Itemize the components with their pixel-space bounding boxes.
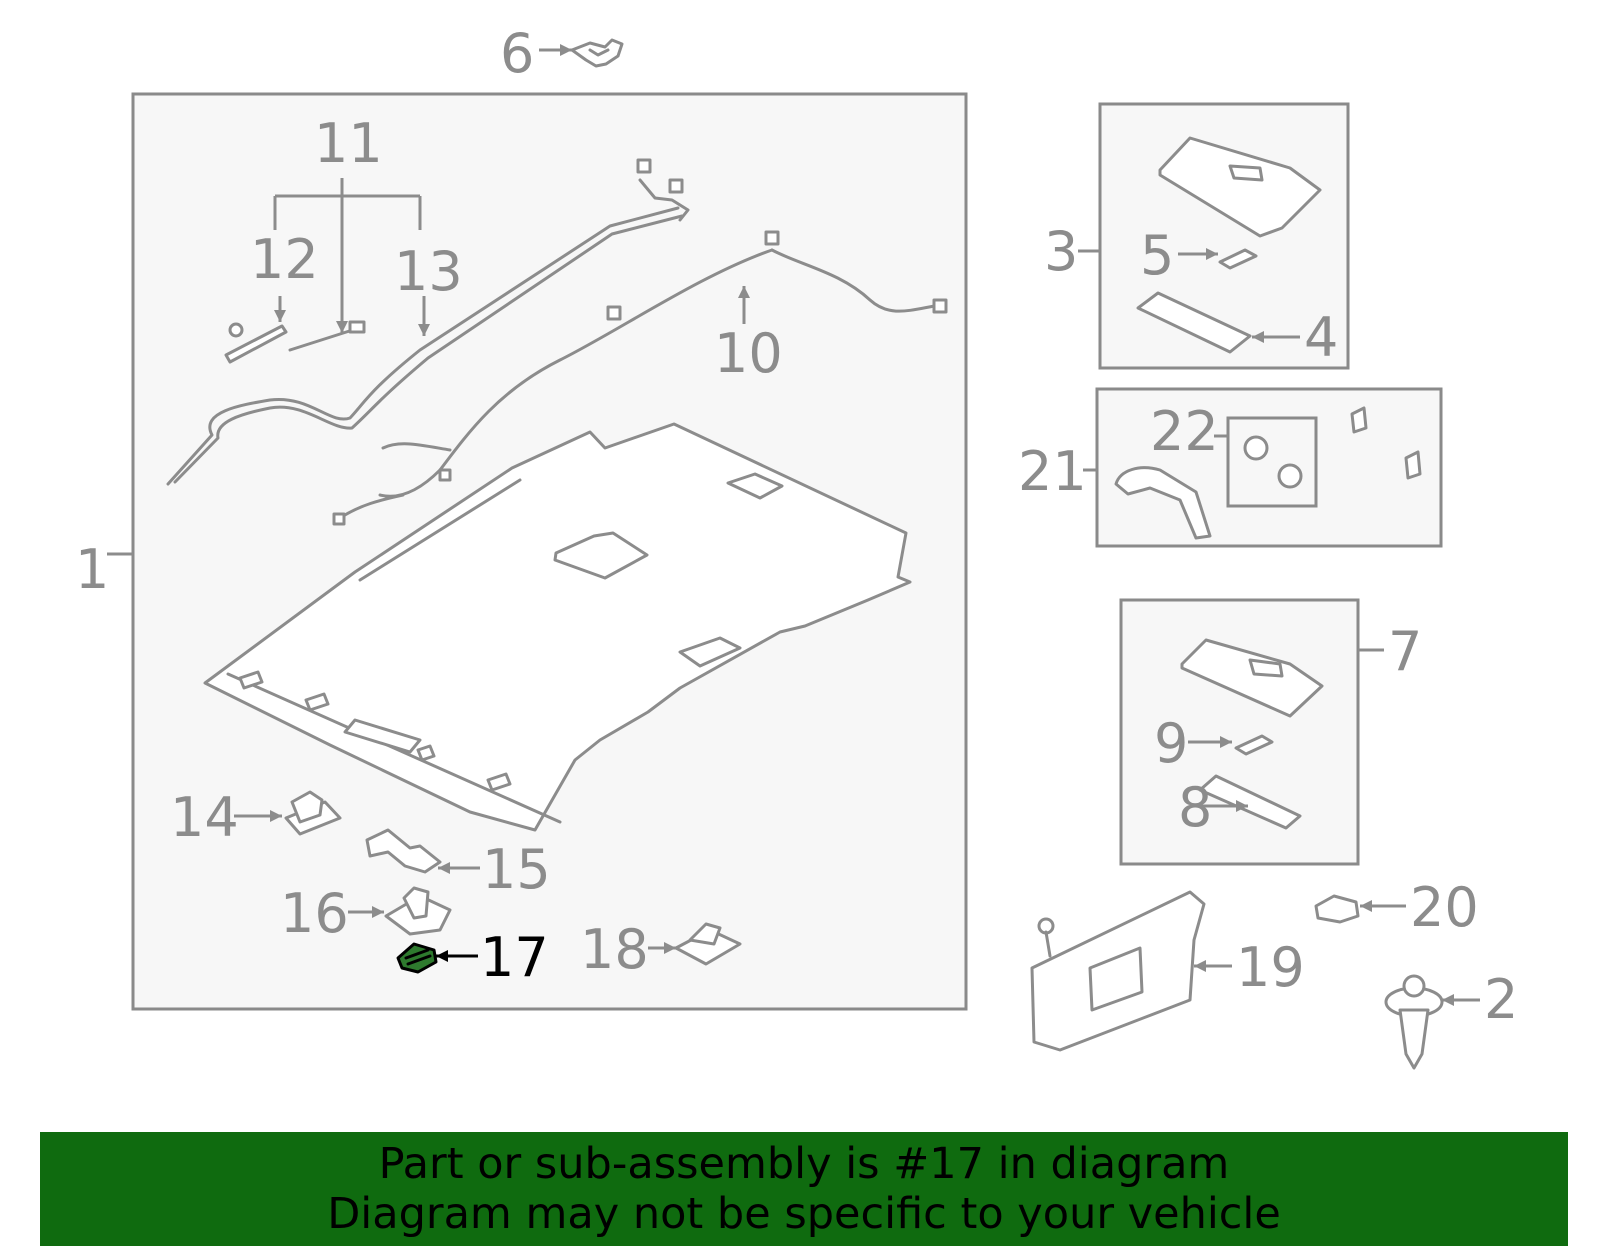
callout-8: 8	[1178, 776, 1212, 839]
callout-16: 16	[280, 882, 349, 945]
part-11-wire-clip	[288, 320, 366, 352]
part-15-connector	[365, 828, 442, 874]
leaders	[107, 44, 1480, 1006]
callout-19: 19	[1236, 936, 1305, 999]
callout-14: 14	[170, 786, 239, 849]
grab-handle-cap-lower	[1404, 450, 1422, 480]
callout-4: 4	[1304, 306, 1338, 369]
part-8-lens	[1198, 774, 1302, 830]
callout-18: 18	[580, 918, 649, 981]
callout-11: 11	[314, 112, 383, 175]
part-12-clip	[224, 322, 288, 364]
callout-5: 5	[1140, 224, 1174, 287]
part-4-lens	[1136, 291, 1252, 354]
callout-3: 3	[1044, 220, 1078, 283]
callout-21: 21	[1018, 440, 1087, 503]
grab-handle-clip-subbox	[1226, 416, 1318, 508]
callout-12: 12	[250, 228, 319, 291]
part-10-wire-harness	[332, 230, 948, 526]
part-5-bulb	[1218, 248, 1258, 270]
callout-15: 15	[482, 838, 551, 901]
part-16-clip	[384, 886, 452, 936]
callout-7: 7	[1388, 620, 1422, 683]
callout-10: 10	[714, 322, 783, 385]
part-7-dome-lamp	[1180, 638, 1324, 718]
rear-dome-lamp-group-box	[1119, 598, 1360, 866]
part-20-clip	[1314, 894, 1360, 924]
part-3-dome-lamp	[1158, 136, 1322, 238]
callout-1: 1	[75, 538, 109, 601]
banner-line-2: Diagram may not be specific to your vehi…	[327, 1189, 1281, 1239]
part-21-grab-handle	[1114, 466, 1212, 540]
info-banner: Part or sub-assembly is #17 in diagram D…	[40, 1132, 1568, 1246]
part-1-headliner	[203, 422, 912, 832]
banner-line-1: Part or sub-assembly is #17 in diagram	[378, 1139, 1230, 1189]
callout-13: 13	[394, 240, 463, 303]
callout-2: 2	[1484, 968, 1518, 1031]
part-6-bracket	[570, 38, 624, 68]
grab-handle-cap-upper	[1350, 406, 1368, 434]
callout-9: 9	[1154, 712, 1188, 775]
callout-22: 22	[1150, 400, 1219, 463]
part-22-clip	[1243, 435, 1303, 489]
part-2-push-pin	[1384, 974, 1444, 1070]
part-18-cover	[674, 922, 742, 966]
part-19-sun-visor	[1030, 890, 1206, 1052]
callout-6: 6	[500, 22, 534, 85]
part-17-clip-highlighted	[396, 942, 438, 974]
part-9-bulb	[1234, 734, 1274, 756]
part-13-headliner-harness	[166, 158, 690, 486]
part-14-lamp-bracket	[284, 790, 342, 836]
callout-20: 20	[1410, 876, 1479, 939]
callout-17: 17	[480, 926, 549, 989]
